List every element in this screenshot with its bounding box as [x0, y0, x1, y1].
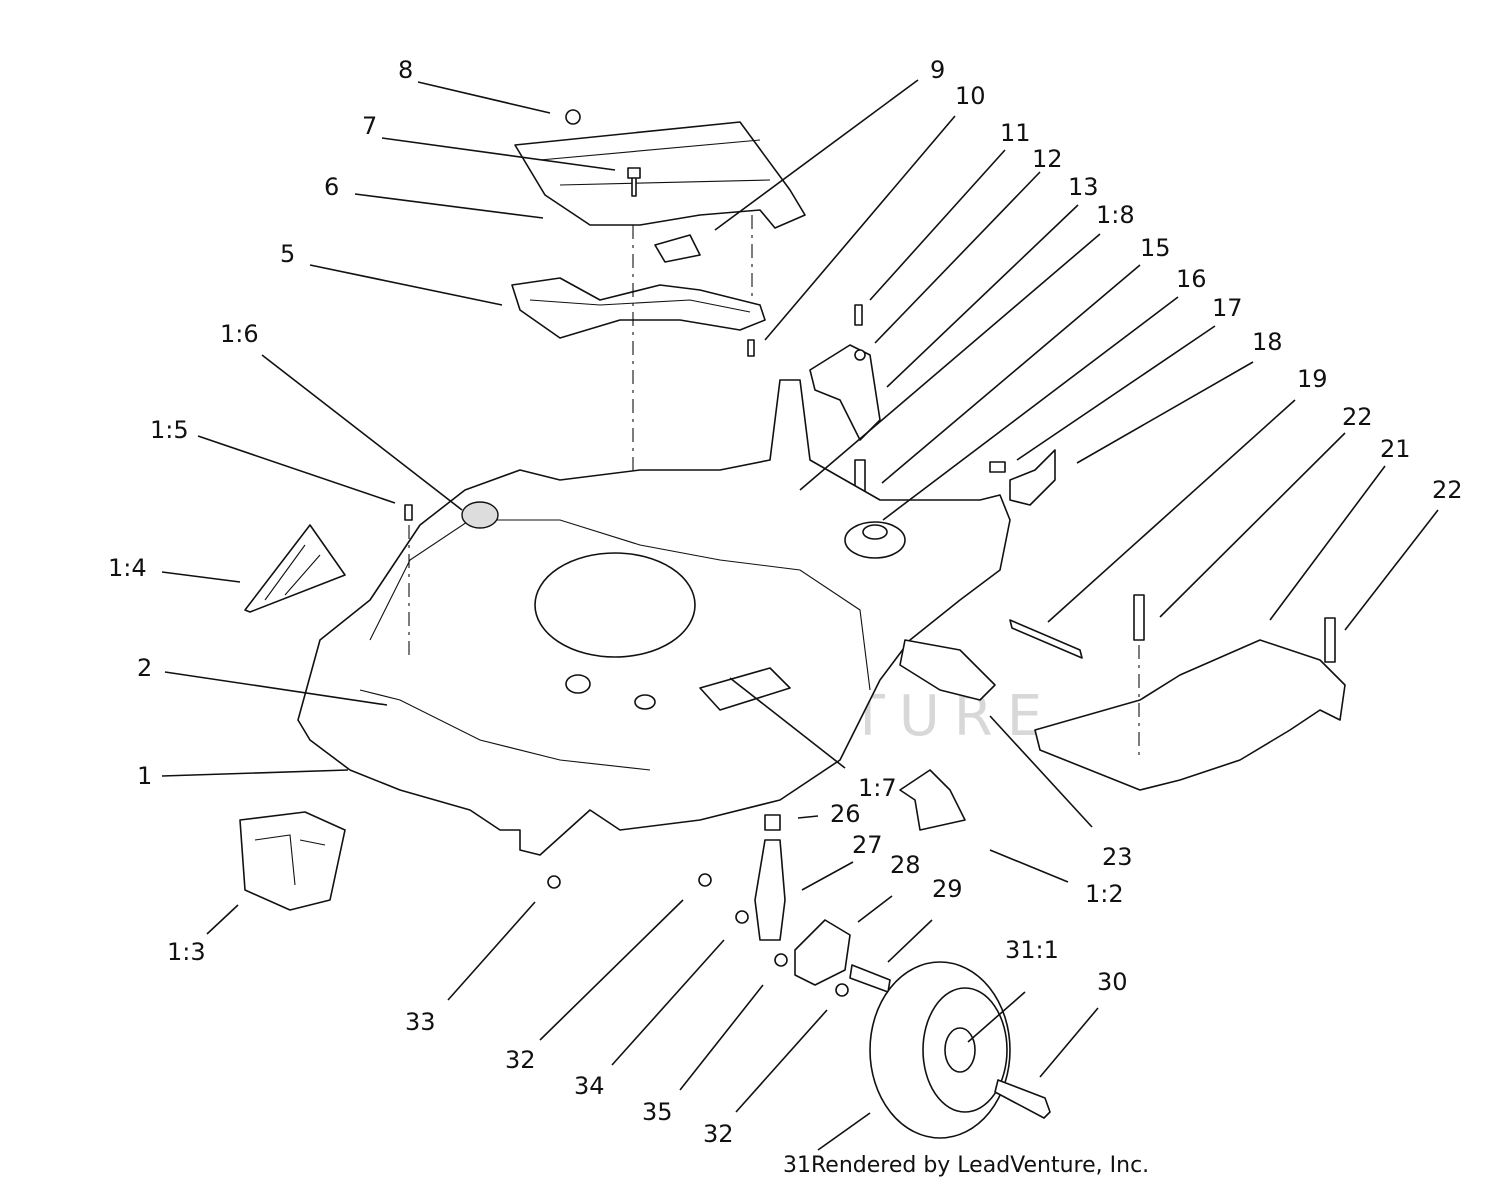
part-19-rod [1009, 619, 1083, 659]
callout-29: 29 [932, 875, 963, 903]
part-23-rear-flap [899, 639, 996, 701]
callout-10: 10 [955, 82, 986, 110]
callout-28: 28 [890, 851, 921, 879]
callout-32b: 32 [703, 1120, 734, 1148]
part-1-4-side-plug [244, 524, 346, 613]
part-7-bolt [627, 167, 641, 197]
callout-1-2: 1:2 [1085, 880, 1124, 908]
callout-26: 26 [830, 800, 861, 828]
part-16-pulley [844, 521, 906, 559]
footer-prefix: 31 [783, 1153, 811, 1178]
part-5-chute-base [511, 277, 766, 339]
part-11-bolt [854, 304, 863, 326]
callout-2: 2 [137, 654, 152, 682]
parts-group [239, 109, 1346, 1139]
callout-8: 8 [398, 56, 413, 84]
callout-16: 16 [1176, 265, 1207, 293]
callout-22a: 22 [1342, 403, 1373, 431]
callout-6: 6 [324, 173, 339, 201]
callout-5: 5 [280, 240, 295, 268]
part-27-height-plate [754, 839, 786, 941]
callout-1-5: 1:5 [150, 416, 189, 444]
callout-18: 18 [1252, 328, 1283, 356]
callout-9: 9 [930, 56, 945, 84]
part-28-wheel-bracket [794, 919, 851, 986]
callout-13: 13 [1068, 173, 1099, 201]
part-6-chute-cover [514, 121, 806, 229]
part-29-bolt [849, 964, 891, 993]
part-32-washer-b [835, 983, 849, 997]
callout-15: 15 [1140, 234, 1171, 262]
part-32-washer-a [698, 873, 712, 887]
callout-19: 19 [1297, 365, 1328, 393]
part-1-6-cap [461, 501, 499, 529]
callout-1-4: 1:4 [108, 554, 147, 582]
part-10-screw [747, 339, 755, 357]
callout-7: 7 [362, 112, 377, 140]
part-34-nut [735, 910, 749, 924]
part-17-bolt [989, 461, 1006, 473]
part-13-bracket [809, 344, 881, 441]
footer-credit-text: Rendered by LeadVenture, Inc. [811, 1153, 1149, 1178]
callout-1: 1 [137, 762, 152, 790]
callout-1-3: 1:3 [167, 938, 206, 966]
callout-32a: 32 [505, 1046, 536, 1074]
part-8-nut [565, 109, 581, 125]
callout-21: 21 [1380, 435, 1411, 463]
part-31-hub [944, 1027, 976, 1073]
part-grommet [565, 674, 591, 694]
part-18-bracket [1009, 449, 1056, 506]
callout-1-6: 1:6 [220, 320, 259, 348]
part-9-plate [654, 234, 701, 263]
callout-35: 35 [642, 1098, 673, 1126]
part-deck-opening [534, 552, 696, 658]
part-22-bolt-a [1133, 594, 1145, 641]
callout-31-1: 31:1 [1005, 936, 1059, 964]
callout-27: 27 [852, 831, 883, 859]
part-16-pulley-hub [862, 524, 888, 540]
callout-17: 17 [1212, 294, 1243, 322]
callout-23: 23 [1102, 843, 1133, 871]
part-30-axle-bolt [994, 1079, 1051, 1119]
callout-34: 34 [574, 1072, 605, 1100]
callout-1-7: 1:7 [858, 774, 897, 802]
leader-lines [161, 79, 1439, 1151]
part-22-bolt-b [1324, 617, 1336, 663]
callout-1-8: 1:8 [1096, 201, 1135, 229]
part-12-washer [854, 349, 866, 361]
part-26-knob [764, 814, 781, 831]
callout-labels: 8 7 6 9 10 5 11 12 13 1:8 15 16 17 18 19… [108, 56, 1463, 1148]
callout-22b: 22 [1432, 476, 1463, 504]
callout-12: 12 [1032, 145, 1063, 173]
part-1-5-bolt [404, 504, 413, 521]
callout-33: 33 [405, 1008, 436, 1036]
footer-credit: 31Rendered by LeadVenture, Inc. [783, 1153, 1149, 1178]
callout-30: 30 [1097, 968, 1128, 996]
part-35-nut [774, 953, 788, 967]
callout-11: 11 [1000, 119, 1031, 147]
part-33-nut [547, 875, 561, 889]
part-21-rear-guard [1034, 639, 1346, 791]
part-1-2-plug [899, 769, 966, 831]
part-boss [634, 694, 656, 710]
